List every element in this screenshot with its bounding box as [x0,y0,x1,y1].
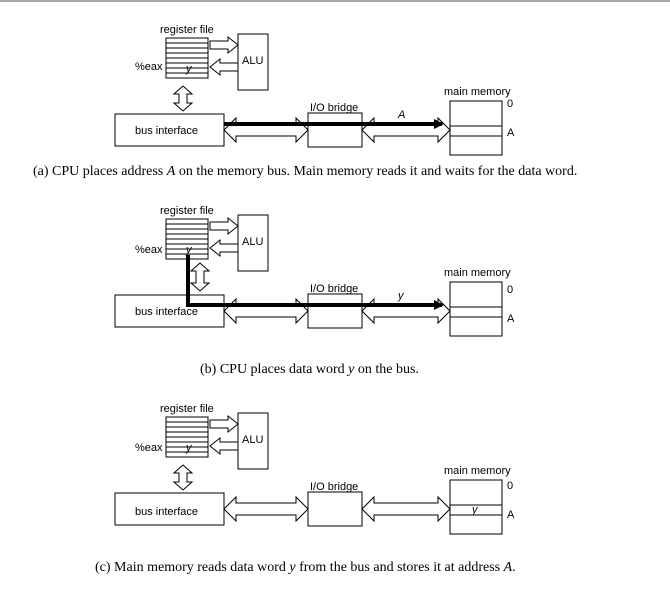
reg-to-alu-arrow-upper [209,414,239,434]
system-bus-arrow [223,116,309,144]
address-zero-label: 0 [507,284,513,296]
caption-c: (c) Main memory reads data word y from t… [95,560,516,575]
memory-cell-value: y [471,504,479,516]
reg-to-alu-arrow-upper [209,35,239,55]
eax-label: %eax [135,442,163,454]
panel-c: register file %eax y ALU bus interface I… [95,403,516,575]
main-memory-label: main memory [444,267,511,279]
io-bridge-label: I/O bridge [310,102,358,114]
main-memory-box [449,479,503,535]
alu-label: ALU [242,55,263,67]
bus-interface-box [114,113,225,147]
register-file: register file %eax y [135,205,214,260]
memory-bus-arrow [361,297,451,325]
register-file: register file %eax y [135,24,214,79]
register-value: y [185,244,193,256]
system-bus-arrow [223,297,309,325]
reg-to-alu-arrow-lower [209,436,239,456]
address-zero-label: 0 [507,98,513,110]
register-file-label: register file [160,24,214,36]
io-bridge-box [307,491,363,527]
bus-value: y [397,290,405,302]
alu-label: ALU [242,434,263,446]
address-a-label: A [507,127,515,139]
alu-box [237,33,269,91]
bus-interface-box [114,492,225,526]
cpu-bus-vertical-arrow [189,262,211,292]
bus-interface-label: bus interface [135,306,198,318]
main-memory-box [449,281,503,337]
address-zero-label: 0 [507,480,513,492]
register-file-label: register file [160,205,214,217]
caption-a: (a) CPU places address A on the memory b… [33,164,577,179]
reg-to-alu-arrow-lower [209,57,239,77]
bus-interface-label: bus interface [135,125,198,137]
bus-value: A [397,109,405,121]
cpu-bus-vertical-arrow [172,85,194,112]
main-memory-label: main memory [444,86,511,98]
io-bridge-box [307,112,363,148]
reg-to-alu-arrow-upper [209,216,239,236]
bus-interface-label: bus interface [135,506,198,518]
io-bridge-label: I/O bridge [310,283,358,295]
main-memory-label: main memory [444,465,511,477]
io-bridge-label: I/O bridge [310,481,358,493]
alu-box [237,214,269,272]
register-file: register file %eax y [135,403,214,458]
register-value: y [185,63,193,75]
panel-a: register file %eax y ALU bus interface I… [33,24,577,179]
main-memory-box [449,100,503,156]
cpu-bus-vertical-arrow [172,464,194,491]
alu-box [237,412,269,470]
address-a-label: A [507,509,515,521]
panel-b: register file %eax y ALU bus interface I… [114,205,515,377]
register-file-label: register file [160,403,214,415]
eax-label: %eax [135,244,163,256]
caption-b: (b) CPU places data word y on the bus. [200,362,419,377]
reg-to-alu-arrow-lower [209,238,239,258]
io-bridge-box [307,293,363,329]
alu-label: ALU [242,236,263,248]
register-value: y [185,442,193,454]
bus-interface-box [114,294,225,328]
data-on-bus-path [186,255,444,310]
eax-label: %eax [135,61,163,73]
memory-bus-arrow [361,495,451,523]
memory-bus-arrow [361,116,451,144]
system-bus-arrow [223,495,309,523]
address-a-label: A [507,313,515,325]
